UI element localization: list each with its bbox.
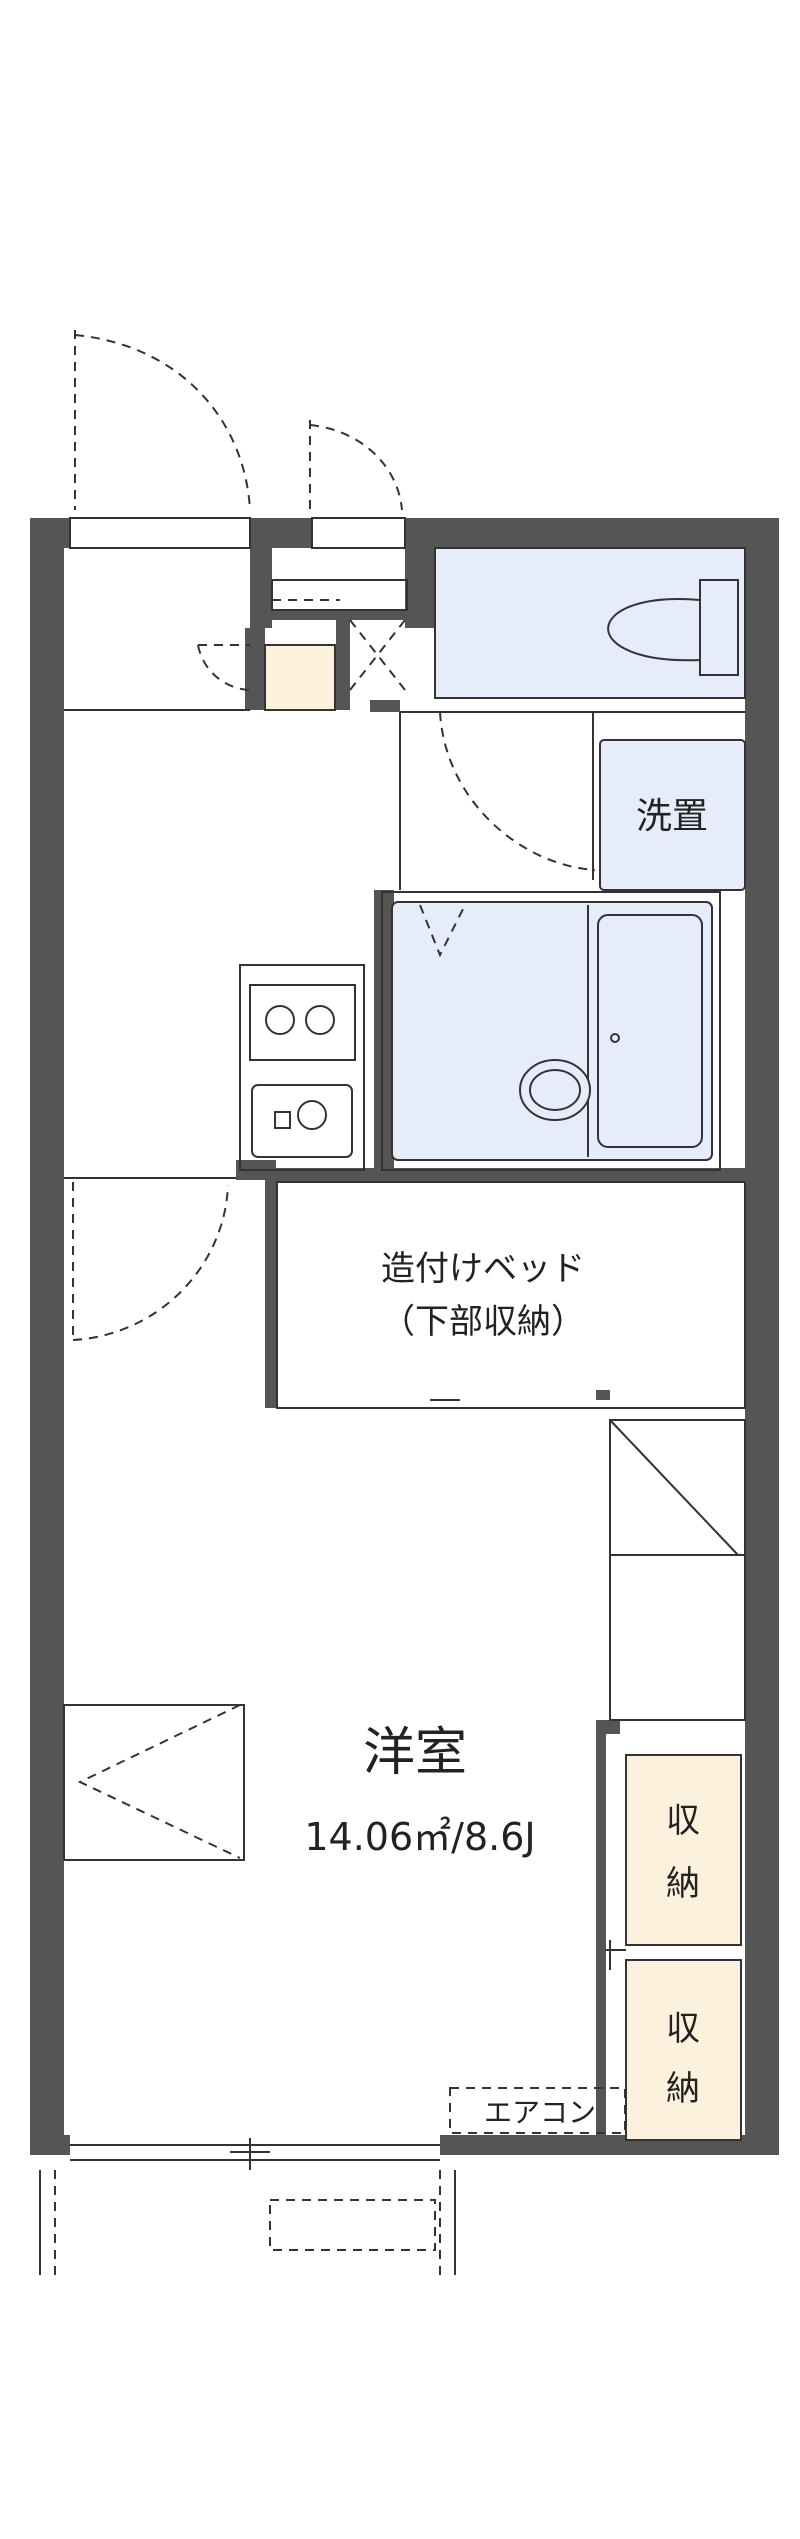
genkan: [64, 579, 408, 711]
toilet-room: [399, 547, 746, 890]
interior-walls: [236, 548, 745, 2135]
storage-lower-char1: 収: [666, 2009, 700, 2049]
stove-burner-icon: [265, 1005, 295, 1035]
western-room-label: 洋室: [363, 1723, 467, 1783]
room-door: [64, 1177, 236, 1341]
toilet-icon: [607, 579, 739, 676]
air-conditioner: エアコン: [449, 2087, 626, 2134]
western-room: 洋室 14.06㎡/8.6J: [304, 1723, 535, 1859]
left-window: [63, 1704, 245, 1861]
exterior-walls: [30, 518, 779, 2155]
stove-burner-icon: [305, 1005, 335, 1035]
storage-closet-lower: [625, 1959, 742, 2141]
built-in-bed: 造付けベッド （下部収納）: [276, 1181, 746, 1409]
washer-space: 洗置: [599, 739, 746, 891]
kitchen: [239, 964, 365, 1171]
entrance-door: [69, 330, 406, 549]
bathtub-icon: [597, 914, 703, 1148]
bed-label: 造付けベッド: [381, 1249, 585, 1289]
storage-closet-upper: [625, 1754, 742, 1946]
room-area: 14.06㎡/8.6J: [304, 1815, 535, 1859]
shoe-box: [264, 644, 336, 711]
washer-label: 洗置: [636, 796, 708, 837]
storage-upper-char1: 収: [666, 1801, 700, 1841]
closet-area: 収 納 収 納: [606, 1419, 746, 2141]
storage-lower-char2: 納: [666, 2069, 700, 2109]
aircon-label: エアコン: [484, 2096, 596, 2129]
unit-bath: [381, 891, 721, 1171]
balcony: [39, 2138, 456, 2275]
bed-sublabel: （下部収納）: [381, 1302, 585, 1342]
storage-upper-char2: 納: [666, 1864, 700, 1904]
